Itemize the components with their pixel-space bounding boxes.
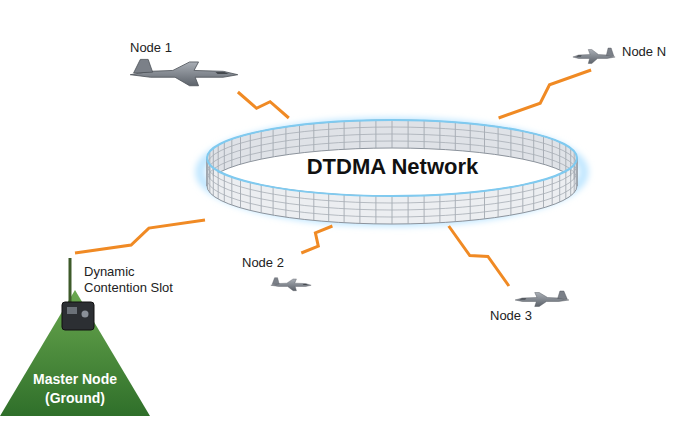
node-label: Master Node (Ground) xyxy=(25,370,125,408)
lightning-link xyxy=(449,226,509,286)
network-ring: DTDMA Network xyxy=(205,118,584,226)
node-label: DTDMA Network xyxy=(205,154,580,180)
lightning-link xyxy=(301,226,332,253)
ground-triangle xyxy=(0,290,150,416)
lightning-link xyxy=(499,70,591,118)
aircraft-node: Node N xyxy=(570,40,670,70)
lightning-link xyxy=(75,220,205,253)
aircraft-node: Node 3 xyxy=(486,286,574,328)
jet-node-2 xyxy=(271,278,311,291)
node-label: Node 1 xyxy=(130,40,172,56)
node-label: Node 2 xyxy=(242,255,284,271)
lightning-link xyxy=(238,92,289,118)
aircraft-node: Node 2 xyxy=(238,253,314,297)
jet-node-3 xyxy=(515,291,569,307)
node-label: Node N xyxy=(622,44,666,60)
antenna xyxy=(69,258,72,305)
jet-node-1 xyxy=(130,59,238,85)
slot-label: Dynamic Contention Slot xyxy=(84,264,184,296)
jet-node-n xyxy=(573,48,615,64)
radio-box xyxy=(62,302,94,330)
radio-panel xyxy=(67,307,77,314)
radio-knob xyxy=(82,311,89,318)
aircraft-node: Node 1 xyxy=(126,38,244,92)
node-label: Node 3 xyxy=(490,308,532,324)
